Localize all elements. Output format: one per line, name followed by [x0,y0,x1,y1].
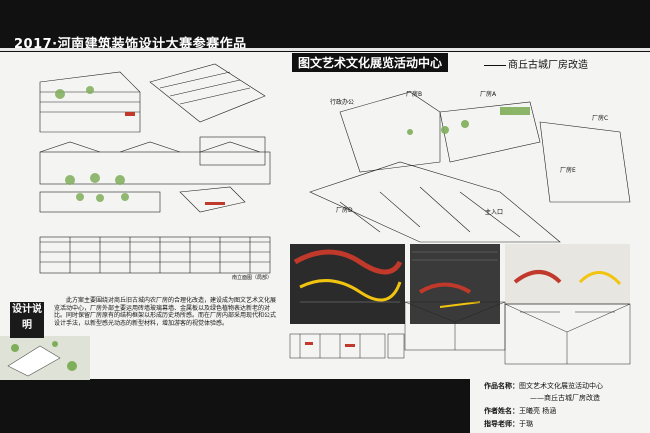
credit-work-sub: ——商丘古城厂房改造 [530,394,600,402]
label-fac-d: 厂房D [336,206,353,214]
south-elevation [39,236,271,274]
design-description-text: 此方案主要围绕对商丘旧古城内农厂房的合理化改造，建设成为图文艺术文化展览活动中心… [54,297,277,327]
top-band [0,0,650,44]
credit-advisor-label: 指导老师： [484,420,519,428]
interior-render-1 [290,244,405,324]
aerial-perspective [309,91,631,243]
section-accent [125,112,225,205]
label-office: 行政办公 [330,98,354,106]
credits-panel: 作品名称：图文艺术文化展览活动中心 ——商丘古城厂房改造 作者姓名：王曦亮 杨涵… [470,379,650,433]
interior-render-2 [410,244,500,324]
hall-perspectives [404,301,631,365]
label-gate: 主入口 [485,208,503,216]
greenery [55,86,129,202]
credit-advisor-line: 指导老师：于璐 [484,419,533,429]
header-rule [0,48,650,51]
credit-author-line: 作者姓名：王曦亮 杨涵 [484,406,556,416]
project-subtitle: 商丘古城厂房改造 [508,56,588,71]
project-title: 图文艺术文化展览活动中心 [292,53,449,72]
credit-advisor: 于璐 [519,420,533,428]
elevation-label: 南立面图（局部） [232,274,272,281]
interior-render-3 [505,244,630,305]
site-plan-thumbnail [0,336,90,380]
section-sketches [39,63,271,213]
label-fac-a: 厂房A [480,90,497,98]
drawing-panel [0,52,650,379]
design-description-label: 设计说明 [10,302,44,338]
credit-author-label: 作者姓名： [484,407,519,415]
label-fac-c: 厂房C [592,114,608,122]
aerial-labels: 行政办公 厂房B 厂房A 厂房C 厂房D 厂房E 主入口 [330,90,608,216]
credit-work-name: 图文艺术文化展览活动中心 [519,382,603,390]
credit-work-line: 作品名称：图文艺术文化展览活动中心 [484,381,603,391]
aerial-greenery [407,107,530,135]
credit-work-label: 作品名称： [484,382,519,390]
credit-authors: 王曦亮 杨涵 [519,407,557,415]
floor-plan [289,333,405,359]
plan-accent [305,342,355,347]
sheet-drawings: 南立面图（局部） 行政办公 厂房B 厂房A 厂房C 厂房D 厂房E 主入口 [39,63,631,365]
label-fac-e: 厂房E [560,166,576,174]
label-fac-b: 厂房B [406,90,422,98]
